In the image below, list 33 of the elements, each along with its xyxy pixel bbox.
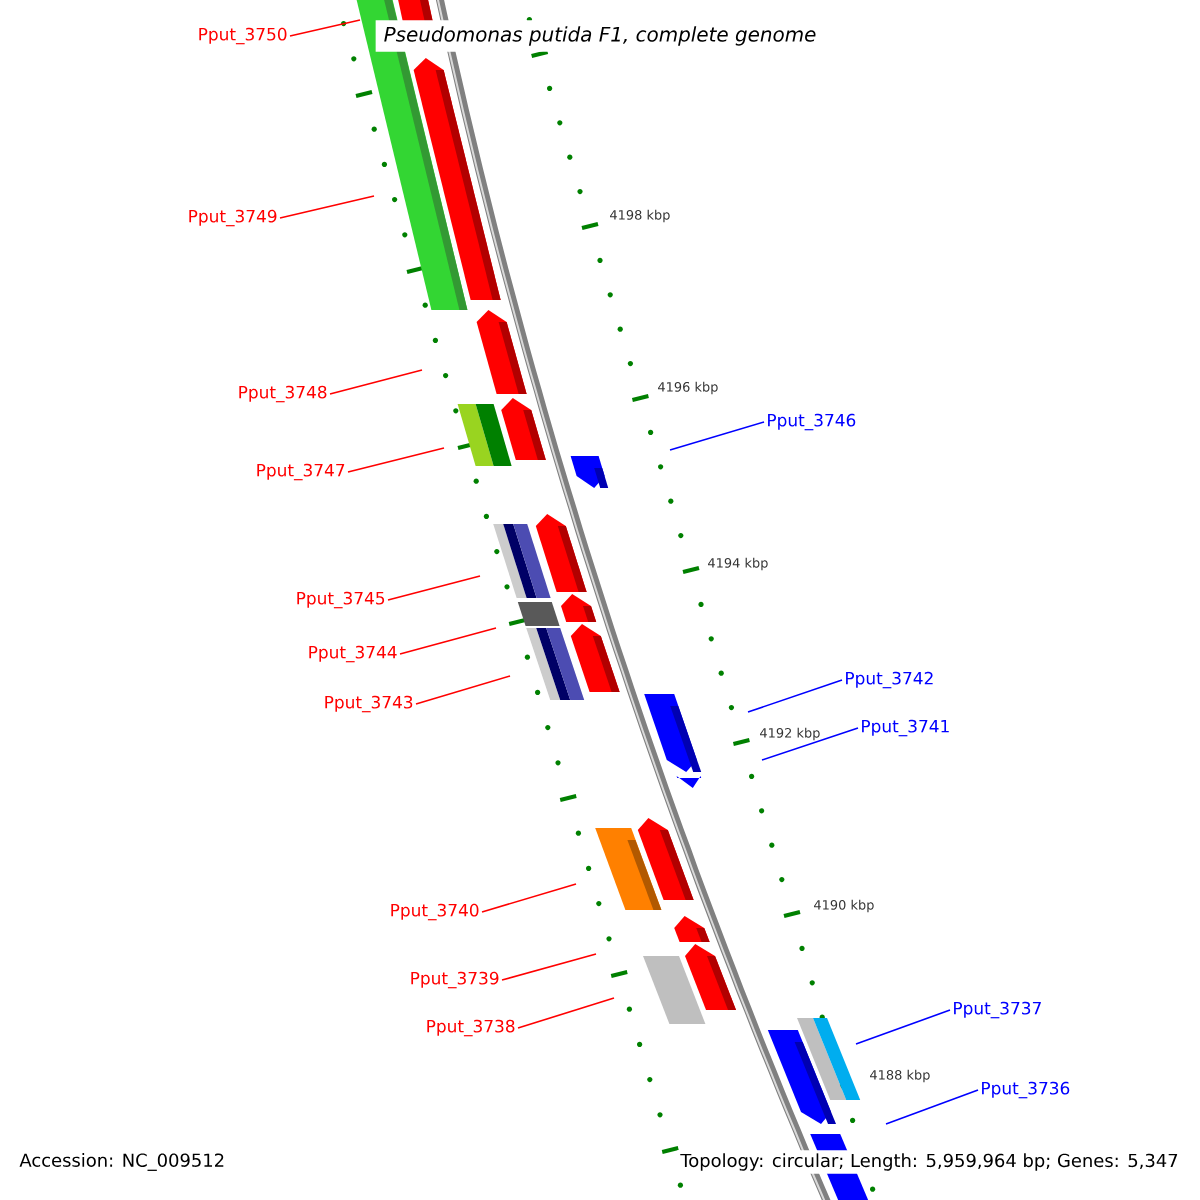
leader-line <box>669 421 765 451</box>
leader-line <box>481 883 577 913</box>
leader-line <box>501 953 597 981</box>
leader-line <box>347 447 445 473</box>
gene-label: Pput_3749 <box>189 209 277 227</box>
gene-label: Pput_3747 <box>257 463 345 481</box>
gene-label: Pput_3748 <box>239 385 327 403</box>
leader-line <box>855 1009 951 1045</box>
gene-label: Pput_3741 <box>862 719 949 737</box>
leader-line <box>289 19 361 37</box>
leader-line <box>517 997 615 1029</box>
gene-label: Pput_3743 <box>325 695 413 713</box>
leader-line <box>415 675 511 705</box>
gene-label: Pput_3750 <box>199 27 287 45</box>
leader-line <box>885 1089 979 1125</box>
leader-line <box>761 727 859 761</box>
title: Pseudomonas putida F1, complete genome <box>375 20 825 52</box>
leader-line <box>329 369 423 395</box>
leader-line <box>279 195 375 219</box>
leader-line <box>747 679 843 713</box>
gene-label: Pput_3746 <box>768 413 856 431</box>
leader-line <box>399 627 497 655</box>
gene-label: Pput_3740 <box>391 903 479 921</box>
gene-label: Pput_3744 <box>309 645 397 663</box>
leader-line <box>387 575 481 601</box>
genome-stats-text: Topology: circular; Length: 5,959,964 bp; Genes: 5,347 <box>677 1150 1182 1174</box>
gene-label: Pput_3738 <box>427 1019 515 1037</box>
gene-label: Pput_3745 <box>297 591 385 609</box>
gene-label: Pput_3736 <box>982 1081 1070 1099</box>
gene-label: Pput_3737 <box>954 1001 1041 1019</box>
gene-label: Pput_3739 <box>411 971 499 989</box>
accession-text: Accession: NC_009512 <box>16 1150 229 1174</box>
gene-label: Pput_3742 <box>846 671 933 689</box>
